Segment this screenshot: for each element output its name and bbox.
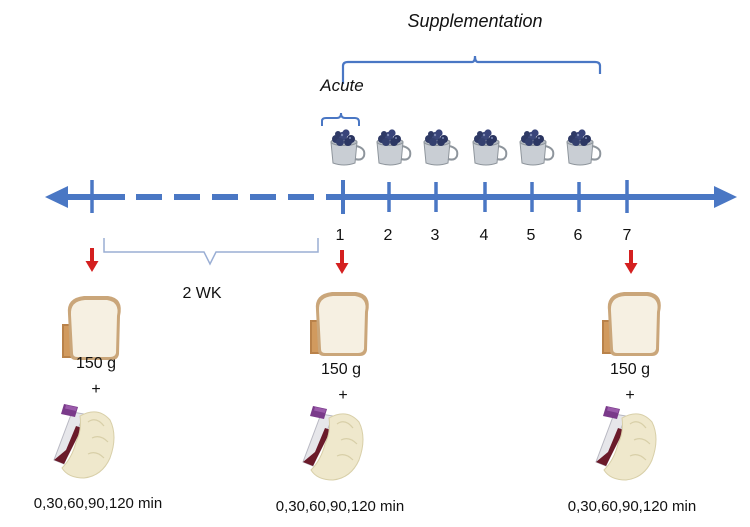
white-bread-icon: [602, 292, 661, 356]
blueberry-cup-icon: [472, 128, 508, 166]
day-label: 6: [574, 227, 583, 244]
day-label: 7: [623, 227, 632, 244]
timeline-left-arrowhead: [45, 186, 68, 208]
day-label: 5: [527, 227, 536, 244]
blueberry-cup-icon: [423, 128, 459, 166]
red-down-arrow-icon: [624, 250, 638, 274]
timeline: [45, 180, 737, 214]
blood-tube-in-hand-icon: [53, 403, 115, 479]
sampling-times: 0,30,60,90,120 min: [276, 498, 404, 515]
red-down-arrow-icon: [335, 250, 349, 274]
day-label: 1: [336, 227, 345, 244]
washout-label: 2 WK: [182, 285, 221, 302]
day-label: 2: [384, 227, 393, 244]
blueberry-cup-icon: [376, 128, 412, 166]
day-label: 3: [431, 227, 440, 244]
white-bread-icon: [62, 296, 121, 360]
blueberry-cup-icon: [519, 128, 555, 166]
visit-block: 150 g + 0,30,60,90,120 min: [568, 292, 696, 515]
plus-sign: +: [625, 387, 634, 404]
sampling-times: 0,30,60,90,120 min: [568, 498, 696, 515]
supplementation-label: Supplementation: [407, 11, 542, 31]
bread-dose: 150 g: [321, 361, 361, 378]
plus-sign: +: [91, 381, 100, 398]
visit-block: 150 g + 0,30,60,90,120 min: [34, 296, 162, 512]
sampling-times: 0,30,60,90,120 min: [34, 495, 162, 512]
red-down-arrow-icon: [85, 248, 99, 272]
plus-sign: +: [338, 387, 347, 404]
blueberry-cup-icon: [566, 128, 602, 166]
timeline-right-arrowhead: [714, 186, 737, 208]
day-label: 4: [480, 227, 489, 244]
blueberry-cup-icon: [330, 128, 366, 166]
visit-block: 150 g + 0,30,60,90,120 min: [276, 292, 404, 515]
washout-bracket: [103, 238, 319, 266]
blood-tube-in-hand-icon: [595, 405, 657, 481]
bread-dose: 150 g: [610, 361, 650, 378]
white-bread-icon: [310, 292, 369, 356]
acute-bracket: [321, 112, 360, 126]
acute-label: Acute: [319, 76, 363, 95]
blood-tube-in-hand-icon: [302, 405, 364, 481]
bread-dose: 150 g: [76, 355, 116, 372]
supplementation-bracket: [341, 55, 602, 84]
